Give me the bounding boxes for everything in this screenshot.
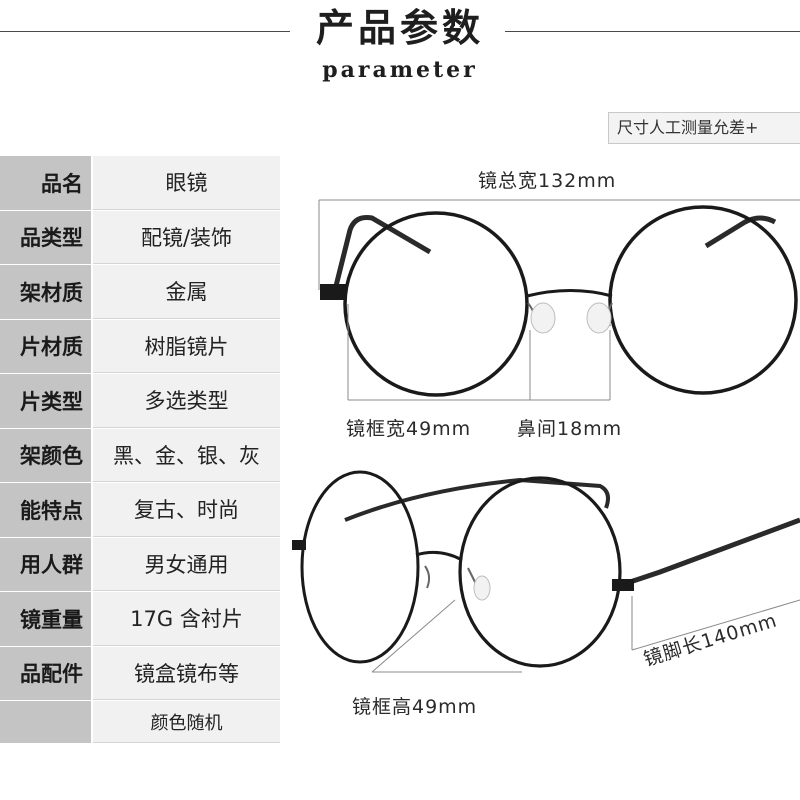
right-lens-front xyxy=(608,205,798,395)
spec-key xyxy=(0,701,93,743)
spec-value: 黑、金、银、灰 xyxy=(93,428,280,482)
near-temple xyxy=(617,517,800,589)
bridge-label: 鼻间18mm xyxy=(517,418,623,440)
spec-row: 架材质 金属 xyxy=(0,265,280,320)
right-nose-pad-arm xyxy=(606,302,613,327)
far-temple xyxy=(344,477,610,522)
frame-height-label: 镜框高49mm xyxy=(352,696,478,718)
spec-value: 镜盒镜布等 xyxy=(93,646,280,700)
spec-value: 颜色随机 xyxy=(93,701,280,743)
spec-table: 品名 眼镜 品类型 配镜/装饰 架材质 金属 片材质 树脂镜片 片类型 多选类型… xyxy=(0,156,280,744)
left-hinge-angled xyxy=(292,540,306,550)
spec-value: 17G 含衬片 xyxy=(93,592,280,646)
spec-value: 男女通用 xyxy=(93,537,280,591)
glasses-front-view xyxy=(318,199,800,401)
spec-value: 多选类型 xyxy=(93,374,280,428)
left-temple-top xyxy=(332,215,432,291)
spec-key: 品配件 xyxy=(0,646,93,700)
spec-key: 架颜色 xyxy=(0,428,93,482)
spec-row: 品类型 配镜/装饰 xyxy=(0,210,280,265)
spec-value: 配镜/装饰 xyxy=(93,210,280,264)
spec-key: 能特点 xyxy=(0,483,93,537)
page-subtitle: parameter xyxy=(322,57,478,83)
spec-key: 品类型 xyxy=(0,210,93,264)
spec-key: 用人群 xyxy=(0,537,93,591)
measurement-note: 尺寸人工测量允差+ xyxy=(608,112,800,144)
spec-row: 颜色随机 xyxy=(0,701,280,744)
nose-pad-arm-right-angled xyxy=(467,567,479,589)
spec-value: 金属 xyxy=(93,265,280,319)
spec-value: 树脂镜片 xyxy=(93,319,280,373)
left-lens-angled xyxy=(300,470,420,664)
right-hinge-angled xyxy=(612,579,634,591)
spec-row: 用人群 男女通用 xyxy=(0,537,280,592)
spec-value: 眼镜 xyxy=(93,156,280,210)
spec-row: 品配件 镜盒镜布等 xyxy=(0,646,280,701)
temple-length-label: 镜脚长140mm xyxy=(641,609,780,671)
spec-key: 架材质 xyxy=(0,265,93,319)
title-divider-left xyxy=(0,31,290,32)
spec-key: 镜重量 xyxy=(0,592,93,646)
spec-value: 复古、时尚 xyxy=(93,483,280,537)
frame-width-label: 镜框宽49mm xyxy=(346,418,472,440)
page-title: 产品参数 xyxy=(315,5,484,50)
spec-row: 能特点 复古、时尚 xyxy=(0,483,280,538)
right-temple-top xyxy=(704,215,777,249)
spec-row: 架颜色 黑、金、银、灰 xyxy=(0,428,280,483)
left-nose-pad-arm xyxy=(527,302,536,327)
right-nose-pad xyxy=(586,302,612,334)
spec-row: 片材质 树脂镜片 xyxy=(0,319,280,374)
right-lens-angled xyxy=(458,476,622,668)
spec-key: 品名 xyxy=(0,156,93,210)
title-divider-right xyxy=(505,31,800,32)
spec-row: 片类型 多选类型 xyxy=(0,374,280,429)
nose-pad-angled xyxy=(473,575,491,601)
spec-row: 品名 眼镜 xyxy=(0,156,280,211)
bridge-angled xyxy=(415,550,463,562)
left-hinge xyxy=(320,284,346,300)
total-width-label: 镜总宽132mm xyxy=(478,170,617,192)
left-nose-pad xyxy=(530,302,556,334)
frame-height-line xyxy=(371,599,456,673)
spec-key: 片材质 xyxy=(0,319,93,373)
bridge-front xyxy=(526,289,613,298)
spec-key: 片类型 xyxy=(0,374,93,428)
nose-pad-arm-left-angled xyxy=(424,565,431,589)
spec-row: 镜重量 17G 含衬片 xyxy=(0,592,280,647)
left-lens-front xyxy=(343,211,529,397)
